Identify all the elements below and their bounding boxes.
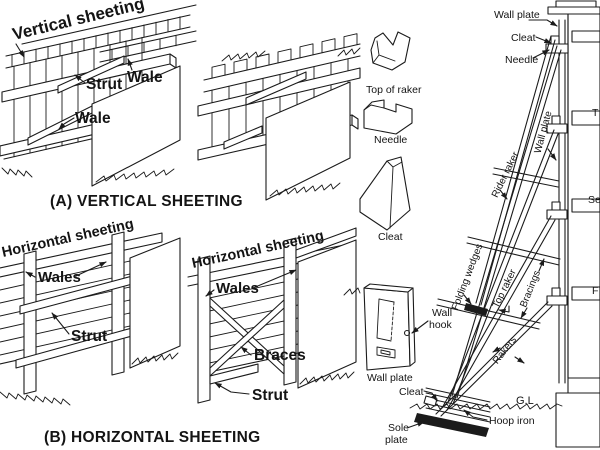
detail-label-cleat: Cleat <box>378 231 403 243</box>
top-raker-label: Top raker <box>491 267 519 310</box>
folding-wedges-block <box>464 303 488 316</box>
ground-level-label: G.L <box>516 395 534 407</box>
fig-horizontal-sheeting-right <box>187 227 361 404</box>
sole-plate-block <box>414 413 489 437</box>
strut-label-a: Strut <box>86 76 122 93</box>
detail-label-needle: Needle <box>374 134 407 146</box>
fig-vertical-sheeting-right <box>197 33 361 201</box>
sole-plate-label-2: plate <box>385 434 408 446</box>
strut-label-left: Strut <box>71 328 107 345</box>
needle-top-label: Needle <box>505 54 538 66</box>
floor-slab <box>571 110 600 126</box>
fig-horizontal-sheeting-left <box>0 231 181 406</box>
leader-arrows <box>15 19 558 429</box>
detail-needle-block <box>363 99 413 135</box>
cleat-bottom-label: Cleat <box>399 386 424 398</box>
wall-footing <box>555 392 600 448</box>
rider-raker-member <box>475 35 556 306</box>
wales-label-left: Wales <box>38 269 81 286</box>
floor-slab <box>571 198 600 213</box>
raking-shore-structure <box>409 0 600 448</box>
strut-label-right: Strut <box>252 387 288 404</box>
ground-line <box>409 403 563 410</box>
detail-cleat-block <box>359 156 411 231</box>
caption-horizontal-sheeting: (B) HORIZONTAL SHEETING <box>44 429 260 446</box>
caption-vertical-sheeting: (A) VERTICAL SHEETING <box>50 193 243 210</box>
cutoff-label-second-floor: Se <box>588 194 600 206</box>
sole-plate-label-1: Sole <box>388 422 409 434</box>
wall-hook-label-2: hook <box>429 319 453 331</box>
detail-wall-plate-block <box>363 283 416 371</box>
detail-top-of-raker-block <box>370 31 411 71</box>
rakers <box>435 35 562 417</box>
detail-label-wall-plate: Wall plate <box>367 372 413 384</box>
wales-label-right: Wales <box>216 280 259 297</box>
cutoff-label-third-floor: T <box>592 107 599 119</box>
bracings-label: Bracings <box>518 269 543 309</box>
cleat-top-label: Cleat <box>511 32 536 44</box>
wall-plate-top-label: Wall plate <box>494 9 540 21</box>
wall-hook-icon <box>403 329 411 337</box>
braces-label: Braces <box>254 347 306 364</box>
wall-coping <box>547 6 600 15</box>
hoop-iron-label: Hoop iron <box>489 415 535 427</box>
detail-label-top-of-raker: Top of raker <box>366 84 422 96</box>
cutoff-label-first-floor: F <box>592 285 598 297</box>
wall-hook-label-1: Wall <box>432 307 452 319</box>
footing-course <box>567 377 600 394</box>
wale-label-a1: Wale <box>127 69 163 86</box>
fig-vertical-sheeting-left <box>0 4 266 187</box>
floor-slab <box>571 286 600 301</box>
floor-slab <box>571 30 600 43</box>
wale-label-a2: Wale <box>75 110 111 127</box>
vertical-sheeting-label: Vertical sheeting <box>10 0 146 44</box>
